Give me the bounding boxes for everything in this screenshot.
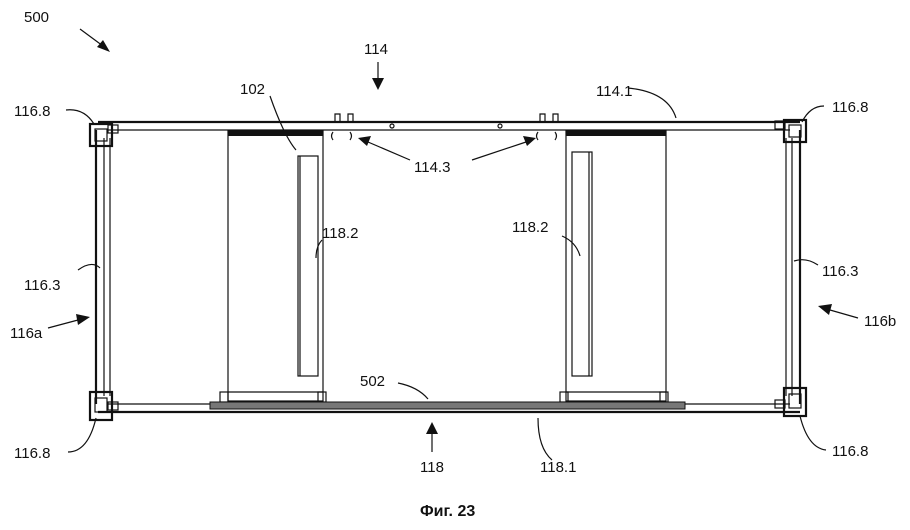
arrows <box>47 28 859 452</box>
label-114-1: 114.1 <box>596 83 632 100</box>
arrow-114-3-right <box>523 136 536 146</box>
label-116-8-bottom-right: 116.8 <box>832 443 868 460</box>
label-502: 502 <box>360 373 385 390</box>
top-fitting-right-lug <box>539 113 559 122</box>
top-rail-hole-left <box>389 123 395 129</box>
label-102: 102 <box>240 81 265 98</box>
right-panel-top-band <box>566 131 666 136</box>
corner-fittings <box>88 118 808 422</box>
label-116a: 116a <box>10 325 43 342</box>
left-panel-top-band <box>228 131 323 136</box>
right-panel-strip <box>571 151 593 377</box>
top-fitting-left-hook <box>330 131 353 141</box>
label-116-8-bottom-left: 116.8 <box>14 445 50 462</box>
arrow-118 <box>426 422 438 434</box>
label-114: 114 <box>364 41 388 58</box>
label-118: 118 <box>420 459 444 476</box>
left-panel-strip <box>297 155 319 377</box>
figure-caption: Фиг. 23 <box>420 503 475 520</box>
arrow-116a <box>76 314 90 325</box>
arrow-116b <box>818 304 832 315</box>
corner-fitting-top-right <box>774 118 808 144</box>
floor-strip <box>209 401 686 410</box>
top-fittings <box>330 113 559 141</box>
label-500: 500 <box>24 9 49 26</box>
corner-fitting-bottom-left <box>88 390 119 422</box>
left-panel-body <box>227 130 324 402</box>
arrow-114-3-left <box>358 136 371 146</box>
label-116b: 116b <box>864 313 896 330</box>
arrow-114 <box>372 78 384 90</box>
leader-lines <box>65 87 827 461</box>
label-116-8-top-left: 116.8 <box>14 103 50 120</box>
top-rail-hole-right <box>497 123 503 129</box>
label-116-3-right: 116.3 <box>822 263 858 280</box>
right-panel-body <box>565 130 667 402</box>
label-114-3: 114.3 <box>414 159 450 176</box>
left-panel <box>219 130 327 403</box>
reference-labels: 500 114 114.1 114.3 116.8 116.8 116.8 11… <box>10 9 896 476</box>
floor-strip-body <box>209 401 686 410</box>
corner-fitting-top-left <box>88 122 119 148</box>
top-fitting-right-hook <box>535 131 558 141</box>
label-116-3-left: 116.3 <box>24 277 60 294</box>
label-118-2-right: 118.2 <box>512 219 548 236</box>
label-116-8-top-right: 116.8 <box>832 99 868 116</box>
label-118-1: 118.1 <box>540 459 576 476</box>
arrow-500 <box>97 40 110 52</box>
top-fitting-left-lug <box>334 113 354 122</box>
corner-fitting-bottom-right <box>774 386 808 418</box>
label-118-2-left: 118.2 <box>322 225 358 242</box>
right-panel <box>559 130 669 403</box>
